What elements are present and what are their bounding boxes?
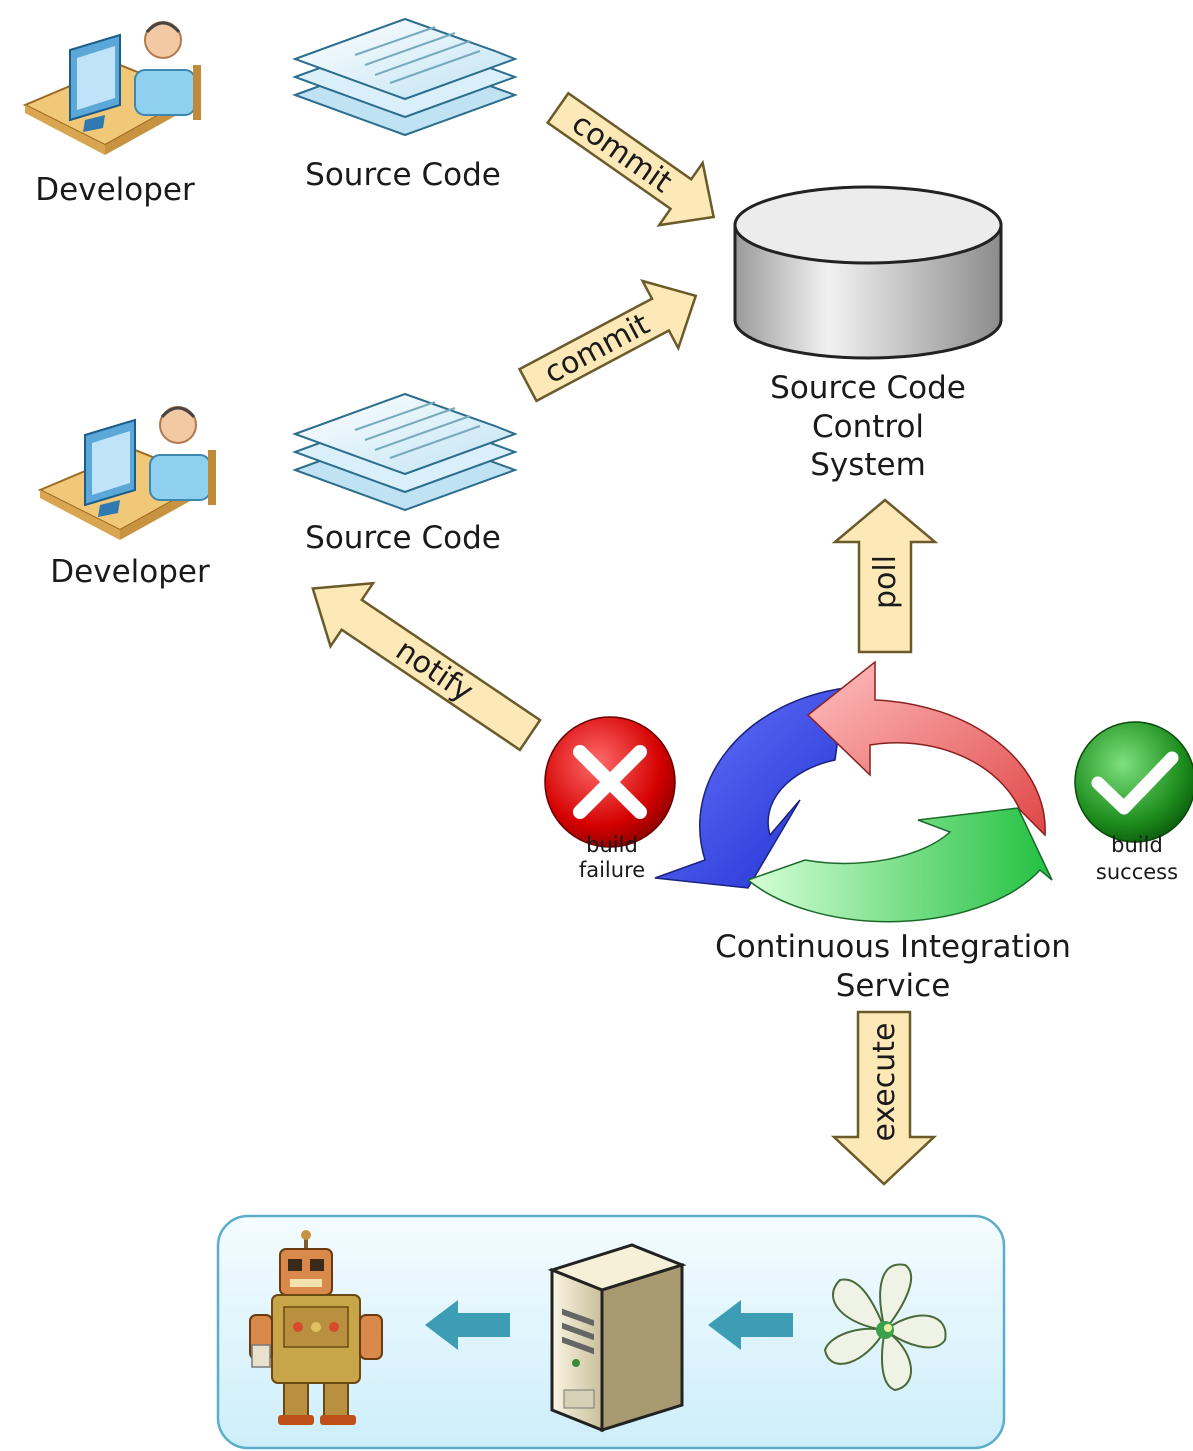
scm-label-line-2: Control — [812, 409, 924, 445]
cycle-red-arc — [806, 660, 1046, 837]
scm-label-line-1: Source Code — [770, 370, 966, 406]
notify-arrow: notify — [311, 581, 542, 752]
cycle-blue-arc — [654, 687, 846, 889]
commit-top-label: commit — [565, 106, 678, 200]
flow-arrow-to-server — [708, 1300, 793, 1350]
build-success-label-1: build — [1111, 833, 1163, 857]
developer-top-icon — [22, 21, 201, 155]
source-code-bottom-icon — [292, 392, 518, 512]
flow-arrow-to-robot — [425, 1300, 510, 1350]
ci-label-line-2: Service — [836, 968, 951, 1004]
robot-icon — [249, 1230, 383, 1425]
build-success-label-2: success — [1096, 860, 1178, 884]
ci-cycle-icon — [654, 660, 1053, 923]
build-success-icon — [1074, 721, 1193, 843]
flower-icon — [823, 1263, 947, 1392]
execute-label: execute — [867, 1023, 902, 1142]
commit-bottom-arrow: commit — [517, 279, 698, 403]
developer-top-label: Developer — [35, 172, 195, 208]
server-icon — [547, 1243, 687, 1433]
database-icon — [733, 185, 1003, 360]
developer-bottom-icon — [37, 406, 216, 540]
developer-bottom-label: Developer — [50, 554, 210, 590]
execute-arrow: execute — [830, 1010, 938, 1186]
ci-label-line-1: Continuous Integration — [715, 929, 1071, 965]
build-failure-label-2: failure — [579, 858, 645, 882]
source-code-top-label: Source Code — [305, 157, 501, 193]
cycle-green-arc — [746, 807, 1053, 923]
source-code-top-icon — [292, 17, 518, 137]
build-failure-icon — [544, 716, 676, 848]
build-failure-label-1: build — [586, 833, 638, 857]
poll-label: poll — [868, 555, 903, 609]
scm-label-line-3: System — [810, 447, 926, 483]
poll-arrow: poll — [831, 498, 939, 654]
commit-top-arrow: commit — [545, 91, 716, 227]
source-code-bottom-label: Source Code — [305, 520, 501, 556]
